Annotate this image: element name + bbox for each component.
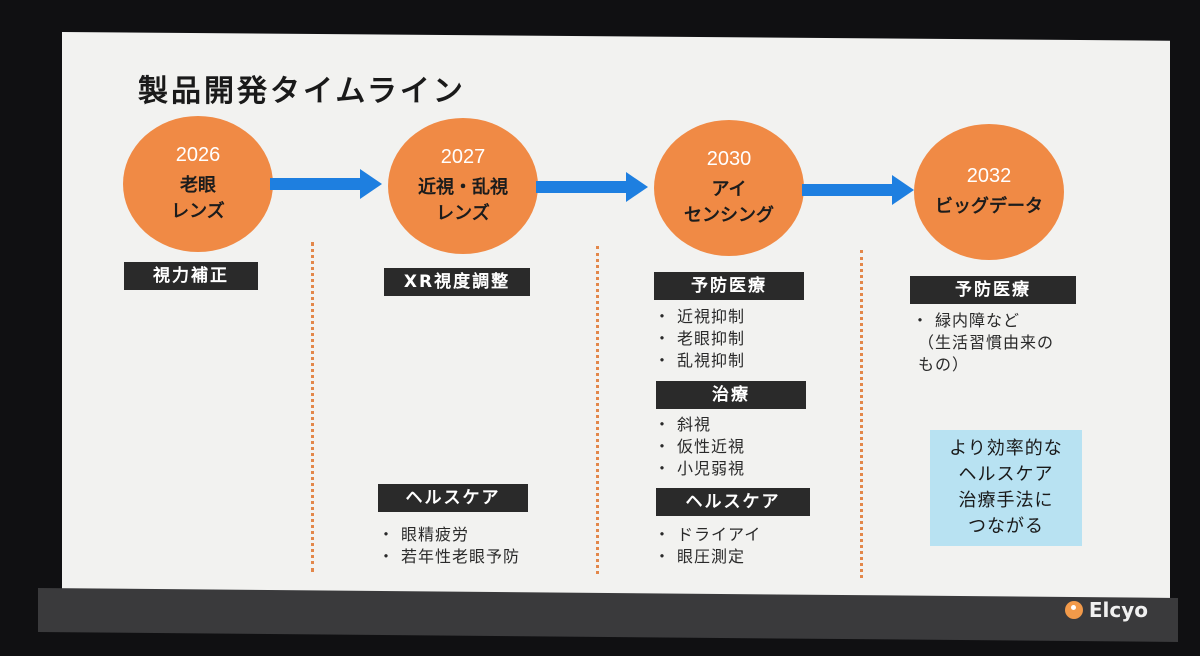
column-divider	[311, 242, 314, 572]
list-item: 老眼抑制	[654, 328, 745, 350]
slide-title: 製品開発タイムライン	[138, 74, 466, 109]
preventive-list: 緑内障など	[912, 310, 1020, 332]
callout-box: より効率的な ヘルスケア 治療手法に つながる	[930, 430, 1082, 546]
tag-xr-diopter: XR視度調整	[384, 268, 530, 296]
list-item: 斜視	[654, 414, 745, 436]
treatment-list: 斜視 仮性近視 小児弱視	[654, 414, 745, 480]
milestone-year: 2026	[175, 143, 221, 166]
healthcare-list: ドライアイ 眼圧測定	[654, 524, 761, 568]
milestone-name: 老眼 レンズ	[171, 174, 225, 222]
milestone-2032: 2032 ビッグデータ	[914, 124, 1064, 260]
logo-icon	[1064, 601, 1083, 619]
milestone-name: アイ センシング	[684, 178, 774, 226]
list-item: 近視抑制	[654, 306, 745, 328]
healthcare-list: 眼精疲労 若年性老眼予防	[378, 524, 520, 568]
list-item: 仮性近視	[654, 436, 745, 458]
milestone-2030: 2030 アイ センシング	[654, 120, 804, 256]
callout-line: ヘルスケア	[958, 464, 1054, 485]
list-item: 緑内障など	[912, 310, 1020, 332]
tag-preventive-medicine: 予防医療	[654, 272, 804, 300]
tag-healthcare: ヘルスケア	[378, 484, 528, 512]
list-item: ドライアイ	[654, 524, 761, 546]
column-divider	[860, 250, 863, 578]
milestone-2027: 2027 近視・乱視 レンズ	[388, 118, 538, 254]
list-item: 小児弱視	[654, 458, 745, 480]
tag-treatment: 治療	[656, 381, 806, 409]
list-item: 眼圧測定	[654, 546, 761, 568]
note-line: もの）	[918, 355, 970, 374]
callout-line: 治療手法に	[958, 490, 1054, 511]
brand-logo: Elcyo	[1064, 598, 1148, 622]
list-item: 眼精疲労	[378, 524, 520, 546]
arrow-right-icon	[270, 169, 382, 199]
tag-vision-correction: 視力補正	[124, 262, 258, 290]
callout-line: つながる	[968, 516, 1044, 537]
callout-line: より効率的な	[949, 438, 1063, 459]
milestone-year: 2032	[966, 164, 1012, 187]
note-line: （生活習慣由来の	[918, 333, 1055, 352]
milestone-year: 2027	[440, 145, 486, 168]
milestone-year: 2030	[706, 147, 752, 170]
arrow-right-icon	[802, 175, 914, 205]
milestone-name: ビッグデータ	[935, 195, 1043, 217]
arrow-right-icon	[536, 172, 648, 202]
tag-preventive-medicine: 予防医療	[910, 276, 1076, 304]
list-item: 乱視抑制	[654, 350, 745, 372]
milestone-name: 近視・乱視 レンズ	[418, 176, 508, 224]
preventive-list: 近視抑制 老眼抑制 乱視抑制	[654, 306, 745, 372]
brand-name: Elcyo	[1088, 598, 1148, 622]
milestone-2026: 2026 老眼 レンズ	[123, 116, 273, 252]
list-item: 若年性老眼予防	[378, 546, 520, 568]
tag-healthcare: ヘルスケア	[656, 488, 810, 516]
column-divider	[596, 246, 599, 574]
